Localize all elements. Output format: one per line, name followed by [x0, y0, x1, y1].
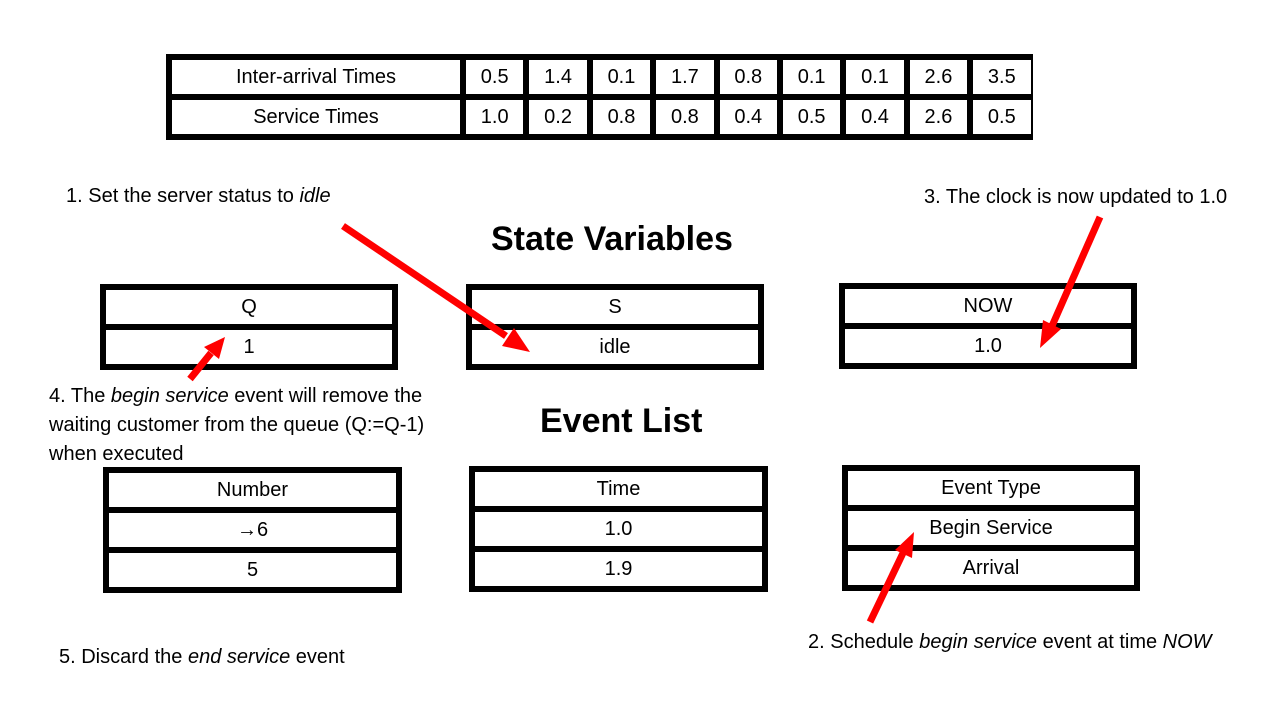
- event-number-box: Number →6 5: [103, 467, 402, 593]
- note-2-emphasis: NOW: [1162, 631, 1212, 653]
- table-cell: 2.6: [909, 100, 968, 134]
- table-cell: 0.4: [846, 100, 904, 134]
- state-q-value: 1: [106, 330, 392, 364]
- note-1: 1. Set the server status to idle: [66, 182, 331, 211]
- state-q-header: Q: [106, 290, 392, 324]
- state-s-value: idle: [472, 330, 758, 364]
- note-4-line-1: 4. The begin service event will remove t…: [49, 382, 424, 411]
- note-4-line-3: when executed: [49, 443, 184, 465]
- note-3: 3. The clock is now updated to 1.0: [924, 183, 1227, 212]
- table-cell: 1.0: [466, 100, 524, 134]
- table-cell: 1.7: [656, 60, 714, 94]
- event-type-header: Event Type: [848, 471, 1134, 505]
- note-5-text: event: [290, 646, 345, 668]
- event-type-box: Event Type Begin Service Arrival: [842, 465, 1140, 591]
- note-2-text: 2. Schedule: [808, 631, 920, 653]
- table-cell: 0.4: [719, 100, 777, 134]
- note-4-text: 4. The: [49, 385, 111, 407]
- note-5: 5. Discard the end service event: [59, 643, 345, 672]
- event-type-cell: Arrival: [848, 551, 1134, 585]
- state-q-box: Q 1: [100, 284, 398, 370]
- event-type-cell: Begin Service: [848, 511, 1134, 545]
- table-row-label: Inter-arrival Times: [172, 60, 460, 94]
- table-cell: 2.6: [909, 60, 968, 94]
- table-cell: 0.2: [529, 100, 587, 134]
- note-5-emphasis: end service: [187, 646, 291, 668]
- times-table: Inter-arrival Times 0.5 1.4 0.1 1.7 0.8 …: [166, 54, 1033, 140]
- table-cell: 0.8: [592, 100, 651, 134]
- note-4-emphasis: begin service: [110, 385, 229, 407]
- event-number-header: Number: [109, 473, 396, 507]
- table-cell: 3.5: [973, 60, 1031, 94]
- note-2-emphasis: begin service: [919, 631, 1038, 653]
- state-now-value: 1.0: [845, 329, 1131, 363]
- state-now-header: NOW: [845, 289, 1131, 323]
- table-cell: 0.5: [782, 100, 841, 134]
- event-time-box: Time 1.0 1.9: [469, 466, 768, 592]
- table-cell: 0.8: [656, 100, 714, 134]
- table-cell: 0.1: [846, 60, 904, 94]
- event-list-heading: Event List: [540, 402, 703, 440]
- note-1-emphasis: idle: [299, 185, 331, 207]
- note-3-text: 3. The clock is now updated to 1.0: [924, 186, 1228, 208]
- note-2-text: event at time: [1037, 631, 1163, 653]
- event-time-cell: 1.0: [475, 512, 762, 546]
- note-4-text: event will remove the: [228, 385, 423, 407]
- note-4: 4. The begin service event will remove t…: [49, 382, 424, 469]
- note-4-line-2: waiting customer from the queue (Q:=Q-1): [49, 414, 425, 436]
- table-cell: 0.5: [466, 60, 524, 94]
- note-5-text: 5. Discard the: [59, 646, 188, 668]
- note-2: 2. Schedule begin service event at time …: [808, 628, 1212, 657]
- state-s-header: S: [472, 290, 758, 324]
- table-cell: 0.1: [592, 60, 651, 94]
- event-time-header: Time: [475, 472, 762, 506]
- table-cell: 0.1: [782, 60, 841, 94]
- table-cell: 0.5: [973, 100, 1031, 134]
- table-cell: 1.4: [529, 60, 587, 94]
- event-number-cell: 5: [109, 553, 396, 587]
- note-1-text: 1. Set the server status to: [66, 185, 300, 207]
- state-s-box: S idle: [466, 284, 764, 370]
- event-number-cell: →6: [109, 513, 396, 547]
- state-variables-heading: State Variables: [491, 220, 733, 258]
- table-row-label: Service Times: [172, 100, 460, 134]
- event-time-cell: 1.9: [475, 552, 762, 586]
- table-cell: 0.8: [719, 60, 777, 94]
- state-now-box: NOW 1.0: [839, 283, 1137, 369]
